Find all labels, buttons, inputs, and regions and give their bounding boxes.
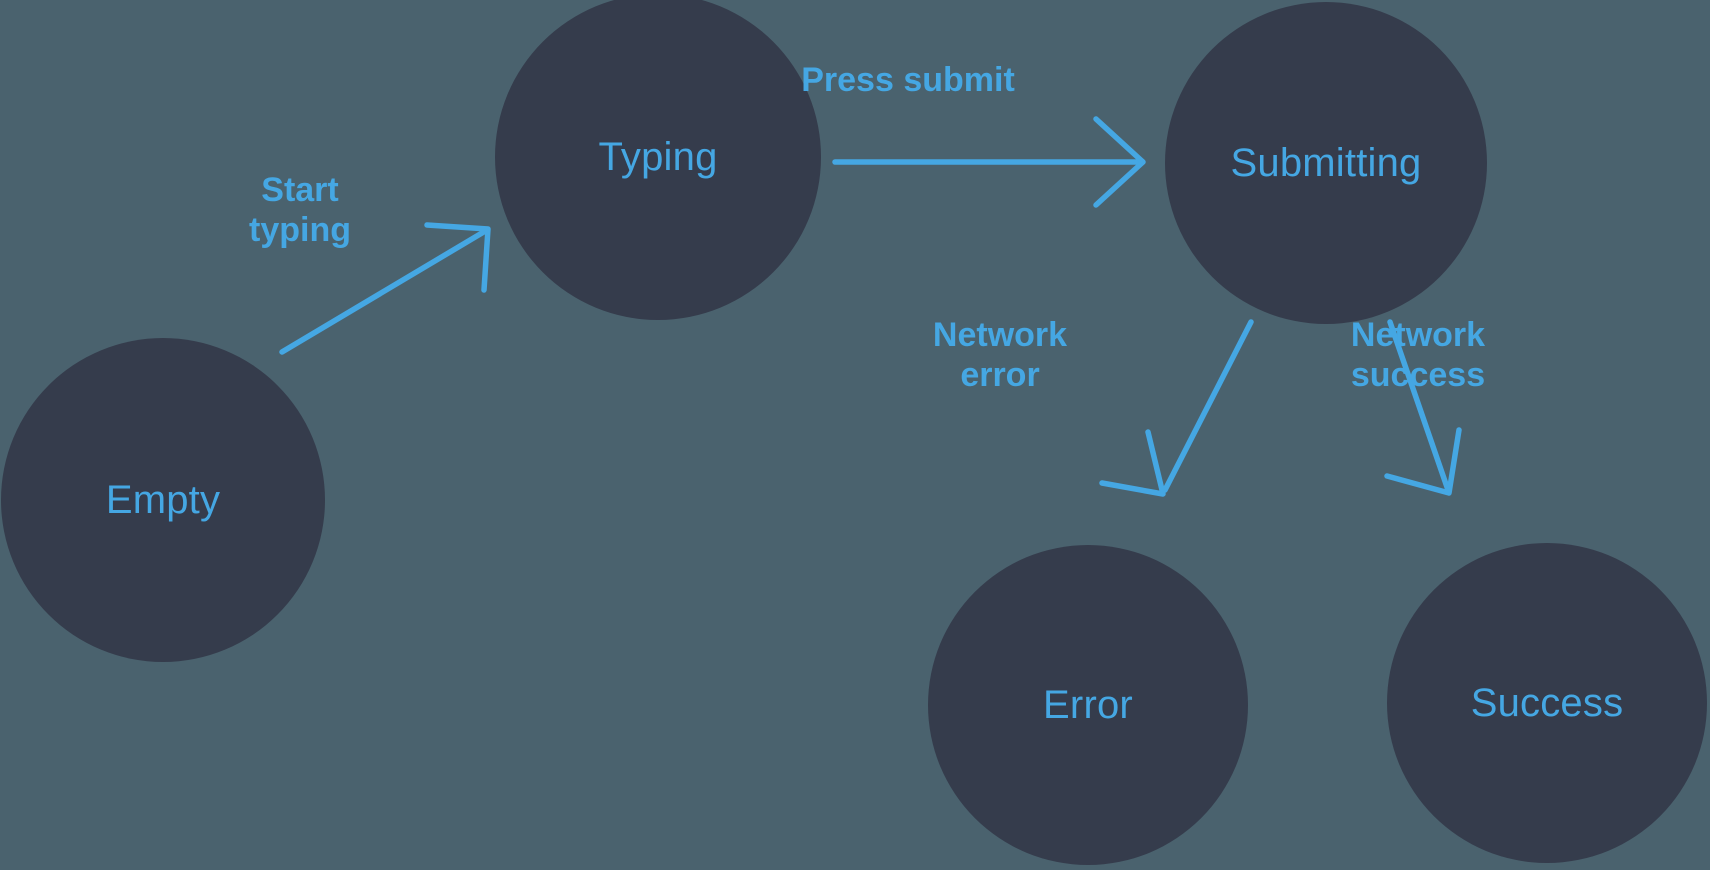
- state-node-typing-label: Typing: [598, 135, 718, 179]
- arrow-start-typing-head: [424, 222, 491, 293]
- state-node-submitting-label: Submitting: [1230, 141, 1422, 185]
- arrow-network-error-head: [1099, 429, 1166, 497]
- state-node-empty-label: Empty: [105, 478, 221, 522]
- state-node-error[interactable]: Error: [928, 545, 1248, 865]
- state-node-error-label: Error: [1043, 683, 1133, 727]
- arrow-press-submit: [832, 116, 1146, 208]
- transition-label-start-typing: Start typing: [249, 171, 351, 250]
- arrow-press-submit-head: [1093, 116, 1146, 208]
- state-node-success[interactable]: Success: [1387, 543, 1707, 863]
- state-node-empty[interactable]: Empty: [1, 338, 325, 662]
- arrow-network-error-line: [1162, 319, 1254, 493]
- state-node-success-label: Success: [1470, 681, 1624, 725]
- arrow-network-success-head: [1384, 427, 1462, 496]
- arrow-network-error: [1099, 319, 1254, 497]
- transition-label-network-success: Network success: [1350, 316, 1486, 395]
- state-node-typing[interactable]: Typing: [495, 0, 821, 320]
- transition-label-network-error: Network error: [932, 316, 1068, 395]
- state-node-submitting[interactable]: Submitting: [1165, 2, 1487, 324]
- transition-label-press-submit: Press submit: [801, 61, 1015, 99]
